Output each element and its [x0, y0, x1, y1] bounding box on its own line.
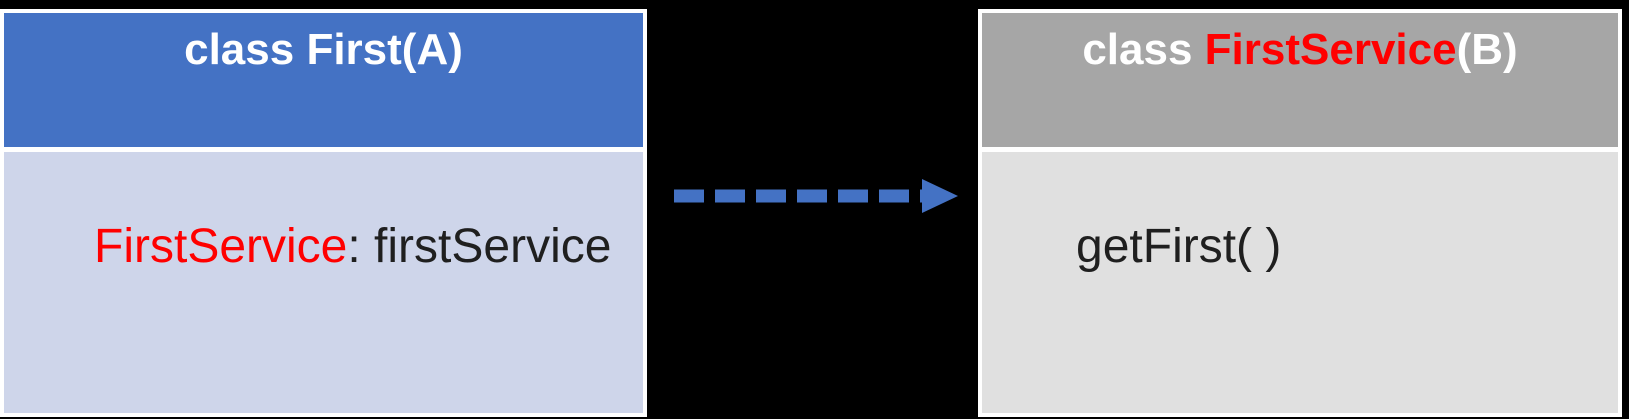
class-firstservice-header: class FirstService(B): [982, 13, 1618, 147]
firstservice-title-keyword: class: [1082, 25, 1205, 74]
firstservice-title-classname: FirstService: [1204, 25, 1457, 74]
class-first-header: class First(A): [4, 13, 643, 147]
getfirst-method-line: getFirst( ): [1076, 220, 1282, 274]
class-first-body: FirstService: firstService: [4, 152, 643, 413]
class-firstservice-body: getFirst( ): [982, 152, 1618, 413]
firstservice-title-annotation: (B): [1456, 25, 1518, 74]
class-box-firstservice: class FirstService(B) getFirst( ): [978, 9, 1622, 417]
class-first-title: class First(A): [184, 25, 463, 74]
class-box-first: class First(A) FirstService: firstServic…: [0, 9, 647, 417]
first-field-name: : firstService: [347, 220, 612, 274]
first-field-type: FirstService: [94, 220, 348, 274]
